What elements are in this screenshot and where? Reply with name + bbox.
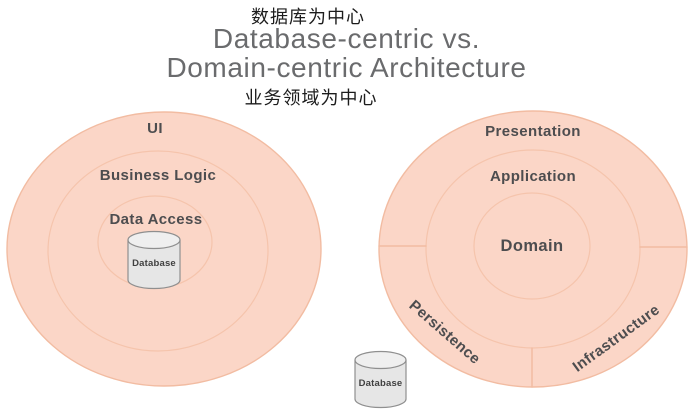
database-label: Database — [132, 258, 176, 269]
page-title: Database-centric vs. Domain-centric Arch… — [0, 24, 693, 82]
layer-label-application: Application — [490, 168, 576, 185]
database-label: Database — [359, 378, 403, 389]
page-title-line1: Database-centric vs. — [212, 23, 481, 54]
layer-label-domain: Domain — [501, 237, 564, 255]
database-centric-diagram: UI Business Logic Data Access Database — [6, 111, 322, 387]
layer-label-data-access: Data Access — [109, 211, 202, 228]
layer-label-ui: UI — [147, 120, 163, 137]
domain-centric-diagram: Presentation Application Domain Persiste… — [354, 110, 688, 409]
database-cylinder-top — [354, 350, 407, 370]
page-title-line2: Domain-centric Architecture — [166, 52, 527, 83]
database-cylinder-body — [354, 360, 407, 409]
left-middle-ring — [47, 150, 269, 352]
layer-label-presentation: Presentation — [485, 123, 581, 140]
top-annotation-database-centric: 数据库为中心 — [251, 7, 365, 27]
layer-label-business-logic: Business Logic — [100, 167, 216, 184]
bottom-annotation-domain-centric: 业务领域为中心 — [244, 88, 378, 108]
database-cylinder-center: Database — [127, 230, 181, 290]
right-middle-ring — [425, 149, 641, 349]
right-inner-ring — [473, 192, 591, 300]
database-cylinder-body — [127, 240, 181, 290]
database-cylinder-external: Database — [354, 350, 407, 409]
database-cylinder-top — [127, 230, 181, 250]
